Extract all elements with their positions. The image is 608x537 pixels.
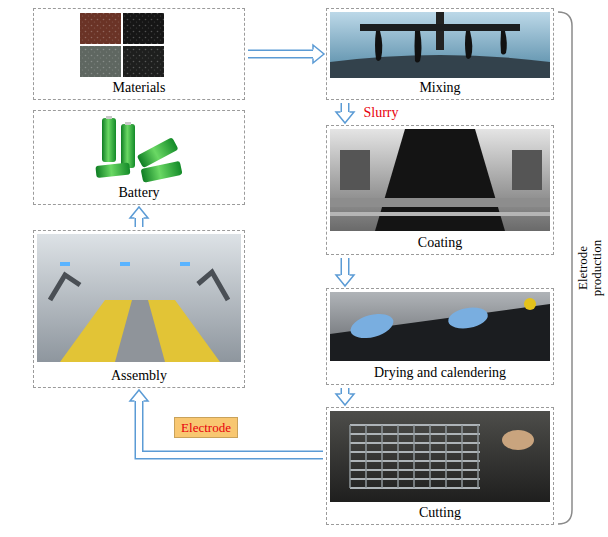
arrow-head — [130, 207, 148, 218]
assembly-photo-part — [60, 300, 220, 362]
mixing-photo-part — [415, 31, 422, 63]
battery-photo — [95, 116, 182, 183]
flow-arrow — [248, 45, 324, 63]
box-label: Coating — [418, 235, 462, 251]
mixing-photo — [330, 12, 550, 78]
flow-arrow — [336, 388, 354, 405]
mixing-photo-part — [465, 31, 472, 59]
drying-photo-part — [348, 310, 396, 343]
process-box: Battery — [33, 110, 245, 205]
assembly-photo-part — [50, 275, 80, 300]
box-label: Electrode — [181, 420, 231, 435]
battery-photo-part — [106, 116, 112, 119]
assembly-photo-part — [60, 262, 70, 266]
mixing-photo-part — [330, 55, 550, 78]
cutting-photo-part — [350, 425, 480, 488]
arrow-outline — [341, 258, 350, 277]
arrow-fill — [139, 400, 323, 456]
process-box: Coating — [326, 125, 554, 255]
box-label: Materials — [113, 80, 166, 96]
tag-box: Electrode — [174, 417, 238, 438]
coating-photo-part — [330, 212, 550, 216]
drying-photo-part — [447, 305, 490, 332]
battery-photo-part — [95, 162, 130, 177]
arrow-head — [336, 394, 354, 405]
coating-photo-part — [330, 198, 550, 207]
edge-label: Slurry — [362, 105, 401, 121]
cutting-photo — [330, 411, 550, 502]
flow-arrow — [130, 390, 323, 455]
coating-photo-part — [340, 150, 370, 190]
arrow-outline — [135, 217, 144, 228]
box-label: Battery — [118, 185, 159, 201]
arrow-fill — [342, 258, 348, 277]
flow-arrow — [130, 207, 148, 227]
assembly-photo-part — [120, 262, 130, 266]
cutting-photo-part — [502, 430, 534, 450]
drying-photo-part — [330, 292, 550, 361]
arrow-fill — [342, 103, 348, 114]
drying-photo — [330, 292, 550, 361]
battery-photo-part — [141, 161, 183, 183]
box-label: Drying and calendering — [374, 365, 506, 381]
cutting-photo-part — [350, 425, 478, 488]
bracket — [558, 12, 572, 524]
mixing-photo-part — [501, 31, 507, 55]
materials-photo-part — [80, 13, 164, 77]
arrow-head — [313, 45, 324, 63]
battery-photo-part-part — [95, 162, 130, 177]
flow-arrow — [336, 258, 354, 286]
battery-photo-part — [121, 124, 135, 168]
process-box: Drying and calendering — [326, 288, 554, 385]
assembly-photo-part — [198, 272, 228, 300]
mixing-photo-part — [375, 31, 382, 61]
cutting-photo-part — [330, 411, 550, 502]
battery-photo-part — [125, 122, 131, 125]
process-box: Cutting — [326, 407, 554, 525]
process-box: Materials — [33, 8, 245, 100]
arrow-head — [336, 275, 354, 286]
coating-photo-part — [512, 150, 542, 190]
process-box: Assembly — [33, 230, 245, 388]
process-box: Mixing — [326, 8, 554, 100]
box-label: Mixing — [419, 80, 460, 96]
arrow-head — [336, 112, 354, 123]
assembly-photo — [37, 234, 241, 362]
arrow-outline — [341, 103, 350, 114]
arrow-fill — [136, 217, 142, 228]
arrow-outline — [248, 50, 315, 59]
coating-photo-part — [330, 129, 550, 231]
mixing-photo-part — [330, 12, 550, 78]
coating-photo — [330, 129, 550, 231]
box-label: Assembly — [111, 368, 167, 384]
arrow-fill — [248, 51, 315, 57]
box-label: Cutting — [419, 505, 461, 521]
assembly-photo-part — [180, 262, 190, 266]
mixing-photo-part — [360, 24, 520, 31]
bracket-label: Eletrode production — [576, 232, 604, 304]
battery-photo-part — [102, 118, 116, 162]
drying-photo-part — [330, 304, 550, 361]
materials-photo — [80, 13, 164, 77]
flow-arrow — [336, 103, 354, 123]
battery-photo-part-part — [141, 161, 183, 183]
arrow-outline — [139, 400, 323, 456]
assembly-photo-part — [115, 300, 165, 362]
drying-photo-part — [524, 298, 536, 310]
assembly-photo-part — [37, 234, 241, 362]
arrow-head — [130, 390, 148, 401]
